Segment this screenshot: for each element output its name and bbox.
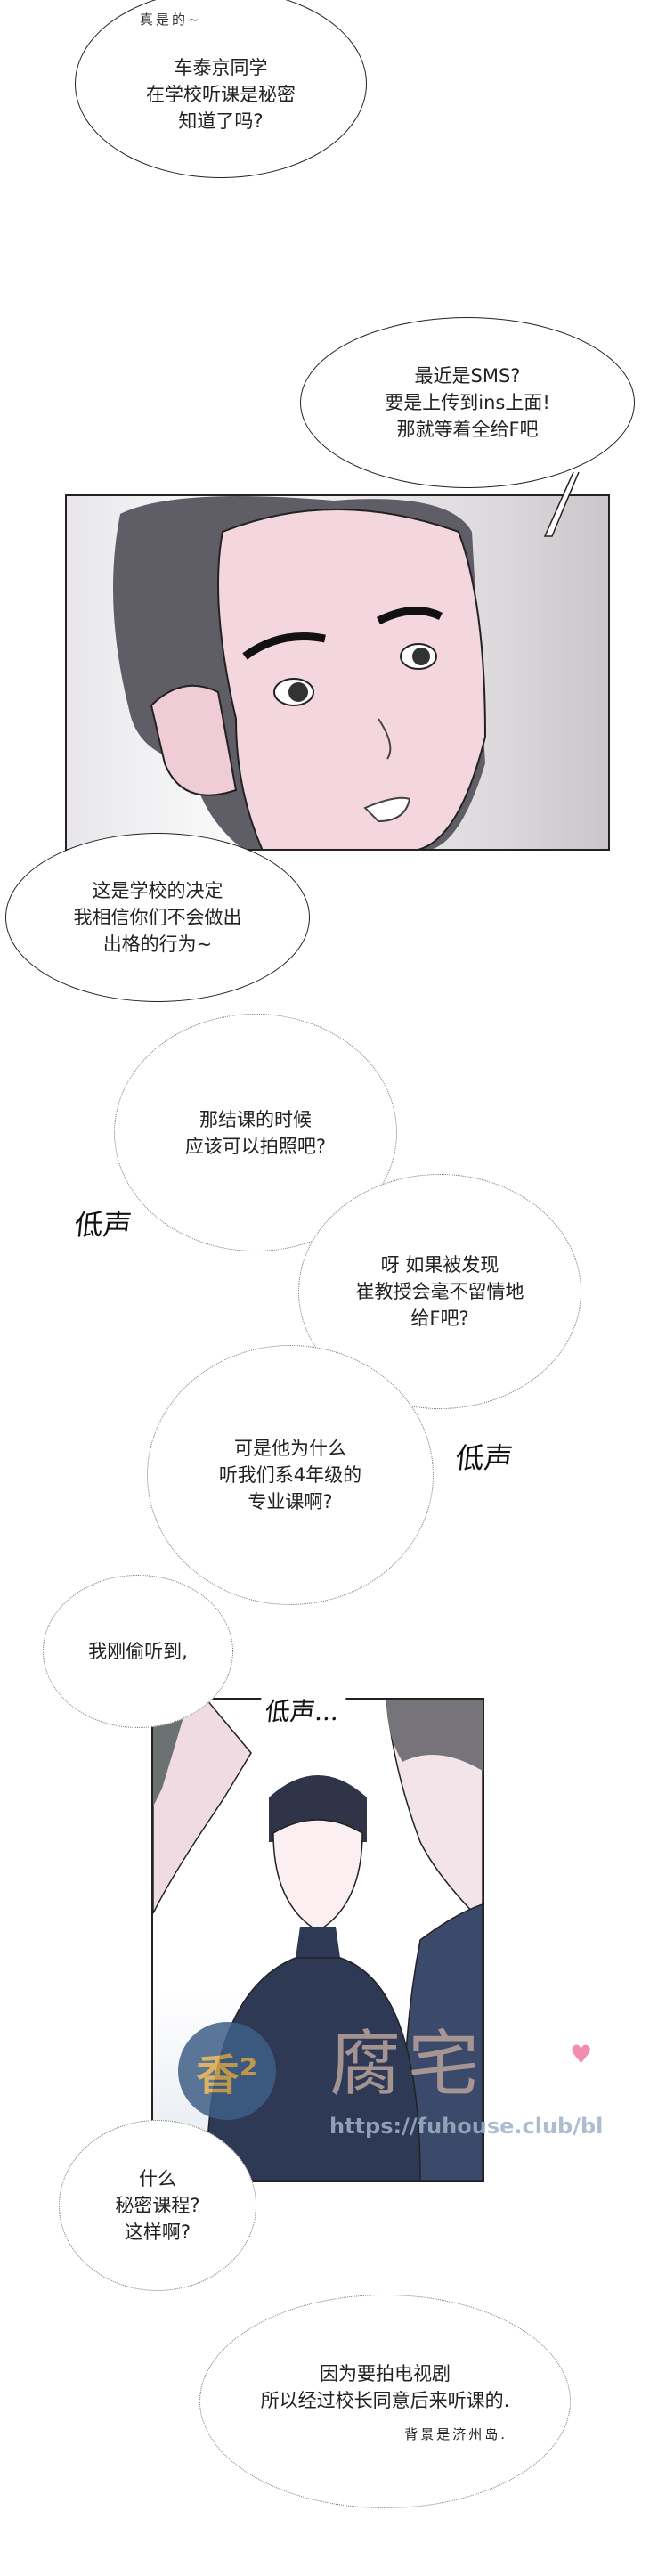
whisper-bubble-6: 因为要拍电视剧 所以经过校长同意后来听课的. 背景是济州岛. bbox=[199, 2295, 571, 2508]
bubble-line: 专业课啊? bbox=[248, 1491, 333, 1512]
watermark-url: https://fuhouse.club/bl bbox=[329, 2114, 604, 2139]
bubble-line: 那结课的时候 bbox=[199, 1108, 312, 1130]
aside-text: 背景是济州岛. bbox=[404, 2425, 508, 2442]
whisper-bubble-5: 什么 秘密课程? 这样啊? bbox=[59, 2120, 256, 2291]
whisper-bubble-3: 可是他为什么 听我们系4年级的 专业课啊? bbox=[147, 1345, 434, 1605]
bubble-line: 车泰京同学 bbox=[174, 57, 268, 78]
bubble-line: 这样啊? bbox=[124, 2221, 191, 2243]
bubble-line: 要是上传到ins上面! bbox=[385, 392, 550, 413]
watermark: 香² 腐宅 ♥ https://fuhouse.club/bl bbox=[178, 2022, 605, 2147]
bubble-line: 秘密课程? bbox=[115, 2195, 200, 2216]
speech-bubble-2: 最近是SMS? 要是上传到ins上面! 那就等着全给F吧 bbox=[300, 317, 635, 488]
speech-bubble-3: 这是学校的决定 我相信你们不会做出 出格的行为~ bbox=[5, 833, 310, 1002]
bubble-line: 知道了吗? bbox=[178, 110, 264, 132]
bubble-line: 在学校听课是秘密 bbox=[146, 84, 296, 105]
bubble-line: 这是学校的决定 bbox=[92, 880, 223, 901]
bubble-line: 给F吧? bbox=[410, 1308, 469, 1329]
watermark-brand: 腐宅 bbox=[329, 2023, 486, 2106]
whisper-sfx: 低声 bbox=[72, 1208, 134, 1242]
bubble-line: 我刚偷听到, bbox=[88, 1641, 188, 1662]
bubble-line: 什么 bbox=[139, 2168, 176, 2189]
bubble-line: 出格的行为~ bbox=[102, 933, 213, 955]
students-illustration bbox=[153, 1700, 483, 2181]
watermark-logo: 香² bbox=[178, 2022, 276, 2120]
bubble-line: 应该可以拍照吧? bbox=[184, 1135, 327, 1157]
bubble-line: 因为要拍电视剧 bbox=[320, 2362, 451, 2384]
bubble-line: 那就等着全给F吧 bbox=[396, 419, 539, 440]
whisper-bubble-4: 我刚偷听到, bbox=[43, 1575, 233, 1728]
aside-text: 真是的~ bbox=[140, 12, 202, 28]
bubble-line: 我相信你们不会做出 bbox=[73, 907, 242, 928]
bubble-line: 可是他为什么 bbox=[234, 1438, 346, 1459]
bubble-line: 崔教授会毫不留情地 bbox=[355, 1281, 524, 1302]
heart-icon: ♥ bbox=[570, 2040, 593, 2069]
professor-illustration bbox=[113, 496, 487, 849]
comic-panel-professor bbox=[65, 494, 610, 851]
bubble-line: 听我们系4年级的 bbox=[218, 1464, 362, 1486]
bubble-line: 呀 如果被发现 bbox=[380, 1254, 500, 1276]
whisper-sfx: 低声 bbox=[453, 1441, 515, 1475]
bubble-line: 最近是SMS? bbox=[414, 365, 521, 387]
whisper-sfx: 低声... bbox=[257, 1692, 346, 1728]
whisper-bubble-2: 呀 如果被发现 崔教授会毫不留情地 给F吧? bbox=[298, 1174, 581, 1409]
bubble-tail bbox=[543, 472, 580, 537]
speech-bubble-1: 真是的~ 车泰京同学 在学校听课是秘密 知道了吗? bbox=[75, 0, 367, 178]
bubble-line: 所以经过校长同意后来听课的. bbox=[260, 2389, 510, 2411]
